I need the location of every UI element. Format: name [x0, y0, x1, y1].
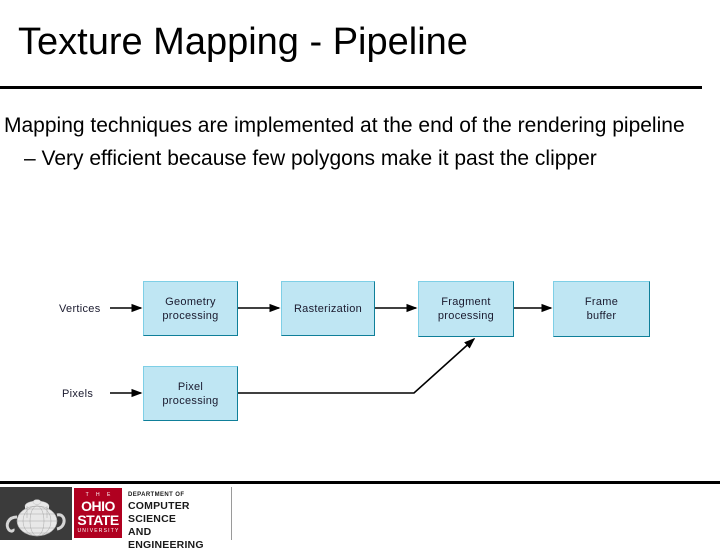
- diagram-box-frame-buffer: Frame buffer: [553, 281, 653, 340]
- osu-logo-the: T H E: [85, 491, 114, 498]
- diagram-label-pixels: Pixels: [62, 388, 94, 400]
- utah-teapot-image: [0, 487, 72, 540]
- department-line1: DEPARTMENT OF: [128, 492, 185, 498]
- diagram-label-vertices: Vertices: [59, 303, 101, 315]
- connector-pixelprocessing-fragment: [238, 337, 476, 394]
- teapot-icon: [0, 487, 72, 540]
- osu-logo-state: STATE: [77, 511, 119, 528]
- slide-body: Mapping techniques are implemented at th…: [4, 110, 704, 175]
- osu-logo: T H E OHIO STATE UNIVERSITY: [74, 488, 122, 538]
- pipeline-connectors: [110, 303, 553, 398]
- bullet-level2: – Very efficient because few polygons ma…: [24, 147, 597, 170]
- diagram-box-fragment-processing: Fragment processing: [418, 281, 517, 340]
- osu-logo-university: UNIVERSITY: [77, 527, 120, 534]
- department-line2: COMPUTER SCIENCE: [128, 500, 190, 525]
- department-text: DEPARTMENT OF COMPUTER SCIENCE AND ENGIN…: [128, 491, 228, 552]
- page-title: Texture Mapping - Pipeline: [18, 21, 468, 63]
- bullet-level1: Mapping techniques are implemented at th…: [4, 114, 685, 137]
- diagram-box-rasterization: Rasterization: [281, 281, 378, 339]
- diagram-box-geometry-processing: Geometry processing: [143, 281, 241, 339]
- department-line3: AND ENGINEERING: [128, 526, 204, 551]
- footer-divider: [0, 481, 720, 484]
- osu-logo-ohio: OHIO: [81, 497, 115, 514]
- diagram-box-pixel-processing: Pixel processing: [143, 366, 241, 424]
- pipeline-diagram: Vertices Pixels Geometry processing Rast…: [0, 265, 720, 440]
- title-divider: [0, 86, 702, 89]
